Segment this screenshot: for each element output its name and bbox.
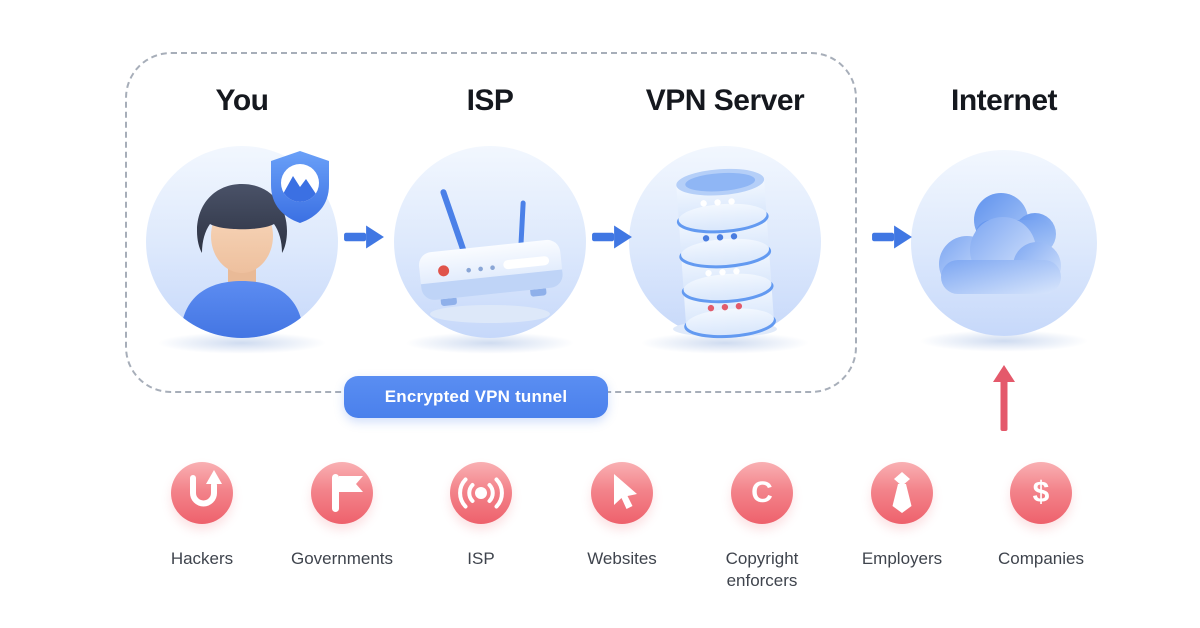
shadow xyxy=(640,332,810,354)
threats-to-internet-arrow xyxy=(993,365,1015,431)
encrypted-tunnel-label-text: Encrypted VPN tunnel xyxy=(384,387,568,406)
encrypted-tunnel-label: Encrypted VPN tunnel xyxy=(344,376,608,418)
vpn-shield-icon xyxy=(271,151,329,223)
threat-label: Websites xyxy=(587,549,657,568)
copyright-icon: C xyxy=(731,462,793,524)
cursor-icon xyxy=(591,462,653,524)
flow-arrow-isp-to-vpn xyxy=(592,225,632,249)
dollar-icon: $ xyxy=(1010,462,1072,524)
flag-icon xyxy=(311,462,373,524)
threat-item-governments: Governments xyxy=(272,462,412,570)
node-title-vpn-server: VPN Server xyxy=(645,84,805,117)
node-title-internet: Internet xyxy=(950,84,1058,117)
server-stack-icon xyxy=(673,168,777,339)
node-title-isp: ISP xyxy=(466,84,514,117)
threat-label: Hackers xyxy=(170,549,234,568)
threat-label: Copyright enforcers xyxy=(725,549,799,591)
threat-item-companies: $ Companies xyxy=(971,462,1111,570)
threat-label: Companies xyxy=(998,549,1084,568)
threat-item-isp: ISP xyxy=(411,462,551,570)
shadow xyxy=(405,332,575,354)
internet-node-circle xyxy=(911,150,1097,336)
threat-item-hackers: Hackers xyxy=(132,462,272,570)
threat-label: Employers xyxy=(861,549,943,568)
threat-item-copyright-enforcers: C Copyright enforcers xyxy=(692,462,832,592)
router-icon xyxy=(418,189,563,323)
flow-arrow-vpn-to-internet xyxy=(872,225,912,249)
flow-arrow-you-to-isp xyxy=(344,225,384,249)
threat-label: ISP xyxy=(467,549,495,568)
cloud-icon xyxy=(939,193,1061,294)
dollar-glyph: $ xyxy=(1032,476,1050,509)
node-title-you: You xyxy=(215,84,269,117)
shadow xyxy=(919,330,1089,352)
threat-label: Governments xyxy=(290,549,394,568)
hook-icon xyxy=(171,462,233,524)
isp-node-circle xyxy=(394,146,586,338)
broadcast-icon xyxy=(450,462,512,524)
copyright-glyph: C xyxy=(751,476,773,509)
threat-item-employers: Employers xyxy=(832,462,972,570)
threat-item-websites: Websites xyxy=(552,462,692,570)
tie-icon xyxy=(871,462,933,524)
user-avatar-icon xyxy=(180,184,304,338)
vpn-server-node-circle xyxy=(629,146,821,339)
